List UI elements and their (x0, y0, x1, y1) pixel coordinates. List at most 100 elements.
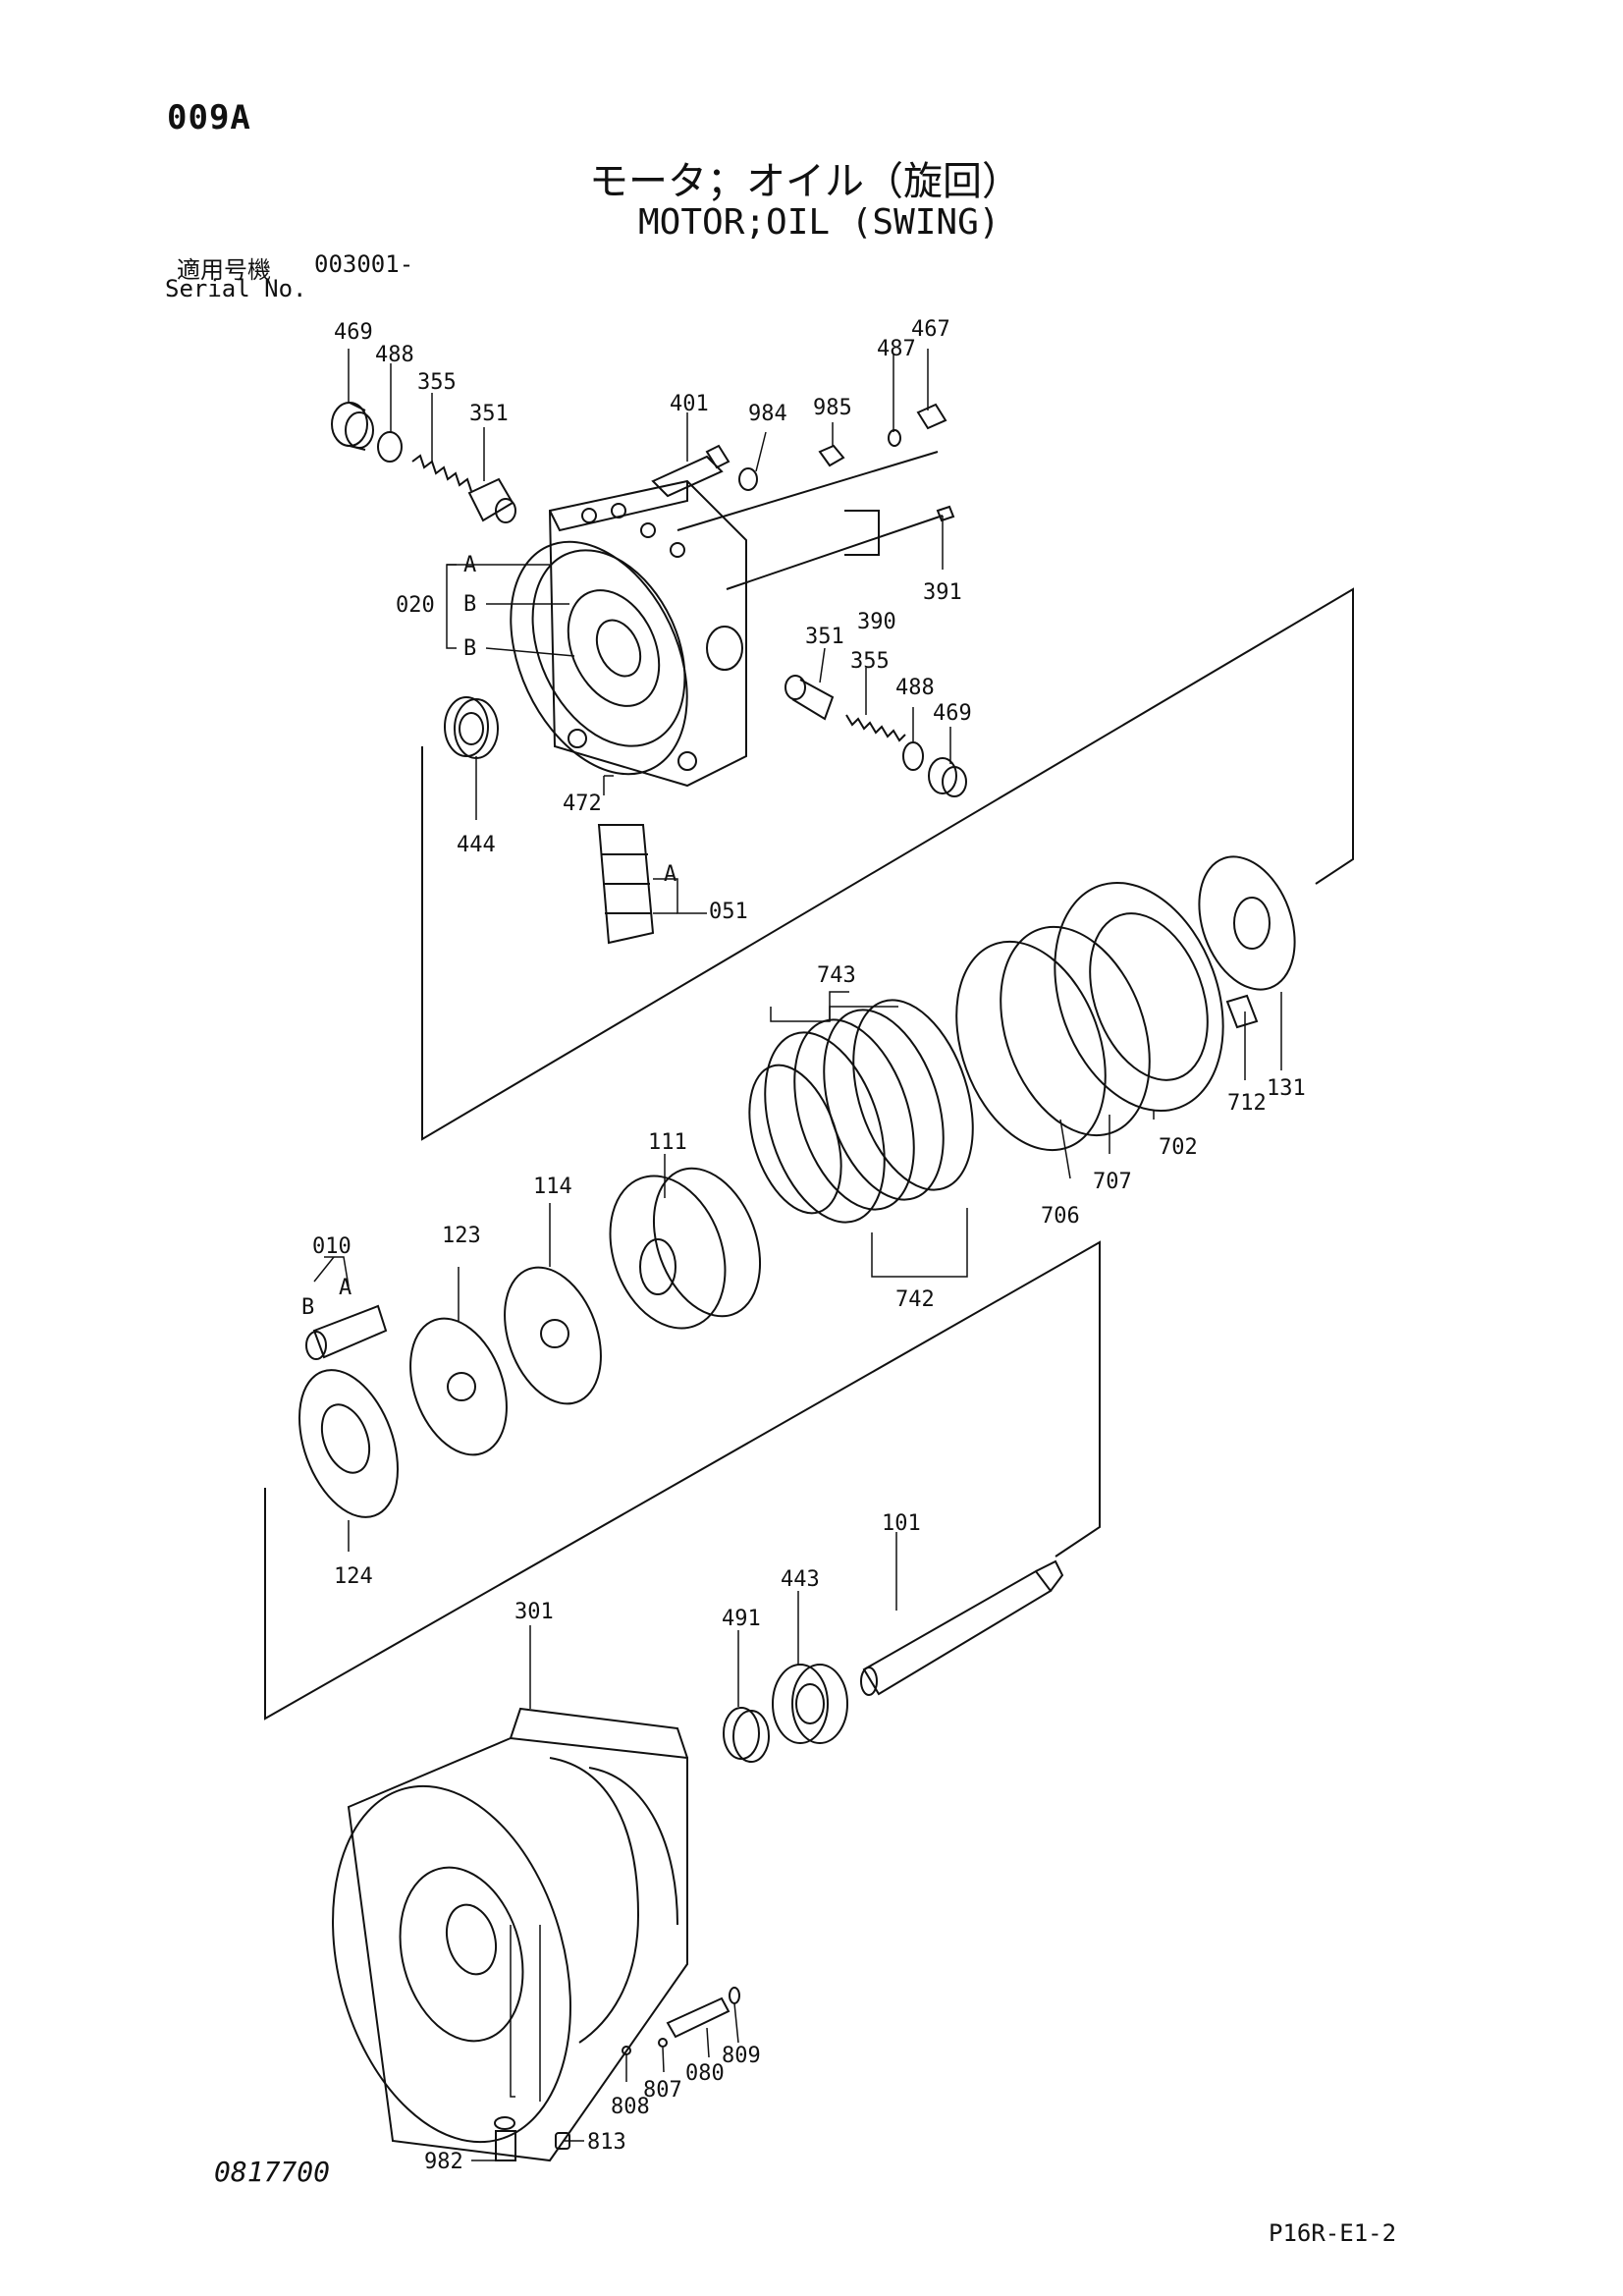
label-743: 743 (817, 963, 856, 988)
leader-lines (313, 349, 1282, 2161)
label-123: 123 (442, 1224, 481, 1248)
spool-351-upper (467, 477, 516, 523)
group-frame-upper (421, 587, 1354, 1141)
nut-985 (818, 444, 845, 467)
label-051: 051 (709, 900, 748, 924)
relief-valve-401 (651, 444, 730, 498)
label-114: 114 (533, 1175, 572, 1199)
label-401: 401 (670, 392, 709, 416)
label-488-lower: 488 (895, 676, 935, 700)
label-301: 301 (514, 1600, 554, 1624)
serial-label-japanese: 適用号機 (177, 256, 271, 284)
swash-plate-124 (298, 1369, 399, 1518)
o-ring-706 (955, 940, 1107, 1152)
plug-469-upper (331, 402, 374, 451)
rod-top (676, 451, 939, 531)
bearing-443 (772, 1664, 848, 1744)
label-707: 707 (1093, 1170, 1132, 1194)
label-813: 813 (587, 2130, 626, 2155)
label-469-upper: 469 (334, 320, 373, 345)
spool-351-lower (784, 675, 835, 721)
label-020-b2: B (463, 636, 476, 661)
label-982: 982 (424, 2150, 463, 2174)
friction-plates-742-743 (748, 999, 974, 1224)
spring-355-lower (845, 714, 906, 742)
label-443: 443 (781, 1567, 820, 1592)
label-010-b: B (301, 1295, 314, 1320)
label-491: 491 (722, 1607, 761, 1631)
serial-number-range: 003001- (314, 250, 414, 278)
o-ring-707 (1000, 925, 1151, 1137)
page-code: 009A (167, 98, 251, 137)
o-ring-809 (729, 1987, 740, 2004)
brake-piston-702 (1054, 881, 1224, 1113)
spring-355-upper (411, 454, 472, 492)
label-984: 984 (748, 402, 787, 426)
label-355-upper: 355 (417, 370, 457, 395)
o-ring-472 (510, 540, 688, 776)
label-742: 742 (895, 1287, 935, 1312)
valve-080 (666, 1996, 730, 2039)
bolt-391 (726, 505, 955, 590)
o-ring-488-lower (902, 741, 924, 771)
label-469-lower: 469 (933, 701, 972, 726)
ball-807 (658, 2038, 668, 2048)
retainer-plate-114 (504, 1266, 602, 1405)
shoe-plate-123 (409, 1317, 508, 1456)
title-english: MOTOR;OIL (SWING) (638, 202, 1001, 243)
spring-712 (1225, 994, 1259, 1029)
label-702: 702 (1159, 1135, 1198, 1160)
label-101: 101 (882, 1511, 921, 1536)
label-467: 467 (911, 317, 950, 342)
label-487: 487 (877, 337, 916, 361)
title-japanese: モータ；オイル（旋回） (589, 159, 1021, 204)
piston-010 (305, 1304, 388, 1360)
label-124: 124 (334, 1564, 373, 1589)
plug-467 (916, 403, 947, 430)
label-472: 472 (563, 792, 602, 816)
label-444: 444 (457, 833, 496, 857)
label-355-lower: 355 (850, 649, 890, 674)
housing-301 (332, 1707, 688, 2162)
label-020-b1: B (463, 592, 476, 617)
cylinder-block-111 (609, 1167, 762, 1330)
plug-469-lower (928, 757, 967, 797)
oil-seal-491 (723, 1707, 770, 1763)
o-ring-487 (888, 429, 901, 447)
bearing-444 (444, 696, 499, 759)
label-131: 131 (1267, 1076, 1306, 1101)
washer-984 (738, 467, 758, 491)
valve-051 (597, 824, 655, 945)
label-351-lower: 351 (805, 625, 844, 649)
label-712: 712 (1227, 1091, 1267, 1116)
label-010-a: A (339, 1276, 352, 1300)
label-051-a: A (664, 862, 676, 887)
group-frame-middle (264, 1240, 1101, 1721)
o-ring-488-upper (377, 431, 403, 463)
label-390: 390 (857, 610, 896, 634)
label-351-upper: 351 (469, 402, 509, 426)
label-488-upper: 488 (375, 343, 414, 367)
sheet-code: P16R-E1-2 (1269, 2219, 1397, 2247)
label-020-a: A (463, 553, 476, 577)
part-labels: 469 488 355 351 401 984 985 487 467 391 … (301, 317, 1306, 2174)
label-807: 807 (643, 2078, 682, 2103)
valve-cover-020 (531, 479, 747, 788)
plug-982 (494, 2116, 516, 2161)
document-number: 0817700 (214, 2156, 331, 2188)
shaft-101 (860, 1559, 1064, 1696)
label-080: 080 (685, 2061, 725, 2086)
label-391: 391 (923, 580, 962, 605)
label-111: 111 (648, 1130, 687, 1155)
valve-plate-131 (1198, 855, 1296, 991)
label-020: 020 (396, 593, 435, 618)
label-808: 808 (611, 2095, 650, 2119)
label-809: 809 (722, 2044, 761, 2068)
label-985: 985 (813, 396, 852, 420)
leader-390 (844, 510, 880, 556)
serial-label-english: Serial No. (165, 275, 307, 302)
label-706: 706 (1041, 1204, 1080, 1229)
label-010: 010 (312, 1234, 352, 1259)
